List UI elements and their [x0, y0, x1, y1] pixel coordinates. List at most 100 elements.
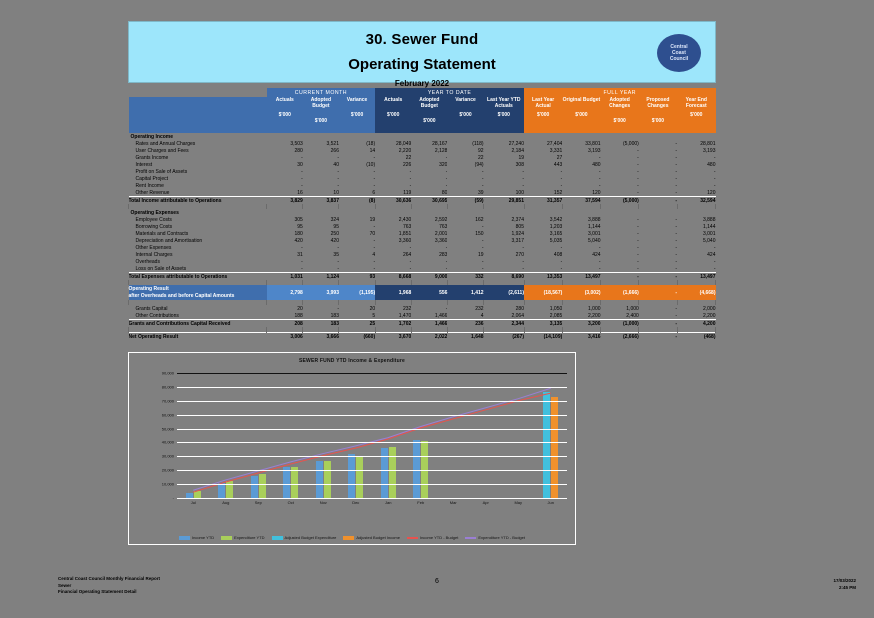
row-value: - — [375, 182, 412, 189]
row-value: - — [411, 305, 448, 312]
row-value: 2,200 — [562, 312, 601, 320]
chart-y-tick-label: 90,000 — [161, 370, 174, 376]
page-number: 6 — [435, 578, 439, 585]
section-heading-row: Operating Income — [128, 133, 716, 140]
chart-gridline — [177, 456, 567, 458]
footer-right: 17/03/2022 2:45 PM — [833, 578, 856, 591]
row-value: - — [638, 168, 678, 175]
row-value: 4,200 — [677, 319, 716, 327]
row-value — [600, 209, 639, 216]
row-value: - — [375, 175, 412, 182]
logo-line-3: Council — [669, 56, 689, 62]
chart-x-tick-label: Jan — [385, 500, 392, 505]
operating-result-value: - — [638, 285, 678, 300]
row-value — [338, 133, 376, 140]
row-value: 424 — [677, 251, 716, 258]
column-group-current-month: CURRENT MONTH — [266, 88, 376, 97]
row-value: 10 — [302, 189, 339, 197]
row-value: 95 — [266, 223, 303, 230]
chart-bar — [551, 396, 559, 498]
row-value: 1,924 — [483, 230, 524, 237]
row-label: Materials and Contracts — [128, 230, 267, 237]
chart-category-slot: Feb — [405, 373, 438, 505]
column-header-proposed-changes: Proposed Changes$'000 — [638, 97, 678, 133]
row-value: 1,466 — [411, 319, 448, 327]
row-value: - — [638, 251, 678, 258]
row-label: Overheads — [128, 258, 267, 265]
spacer-cell — [411, 300, 448, 305]
row-value: - — [266, 265, 303, 273]
line-item-row: Loss on Sale of Assets------------ — [128, 265, 716, 273]
chart-legend-item: Adjusted Budget Income — [343, 535, 400, 540]
chart-category-slot: Sep — [242, 373, 275, 505]
chart-legend-item: Expenditure YTD - Budget — [465, 535, 525, 540]
row-value: 3,193 — [677, 147, 716, 154]
row-value: - — [375, 244, 412, 251]
operating-result-value: 1,412 — [447, 285, 484, 300]
row-value: 5,040 — [562, 237, 601, 244]
footer-fund-name: Sewer — [58, 582, 72, 588]
chart-legend-label: Expenditure YTD - Budget — [478, 535, 525, 540]
row-value: - — [638, 154, 678, 161]
line-item-row: Capital Project------------ — [128, 175, 716, 182]
row-value: 480 — [677, 161, 716, 168]
chart-x-tick-label: Jun — [547, 500, 554, 505]
row-value: 324 — [302, 216, 339, 223]
chart-legend-swatch — [343, 535, 355, 540]
spacer-cell — [266, 204, 304, 209]
chart-bar — [323, 461, 331, 498]
row-value: - — [411, 154, 448, 161]
row-value: - — [375, 265, 412, 273]
spacer-cell — [447, 327, 485, 333]
row-value: 3,001 — [562, 230, 601, 237]
spacer-cell — [338, 204, 376, 209]
row-value: 3,666 — [302, 332, 339, 340]
chart-bar — [356, 455, 364, 498]
row-value: (267) — [483, 332, 524, 340]
row-value: - — [524, 258, 563, 265]
row-value: 250 — [302, 230, 339, 237]
table-spacer-row — [127, 300, 717, 305]
operating-result-value: (18,567) — [524, 285, 563, 300]
row-value: 70 — [338, 230, 376, 237]
row-label: Grants Income — [128, 154, 267, 161]
spacer-cell — [266, 327, 304, 333]
column-group-full-year: FULL YEAR — [524, 88, 716, 97]
row-value: 320 — [411, 161, 448, 168]
chart-category-slot: Oct — [275, 373, 308, 505]
section-heading-row: Operating Expenses — [128, 209, 716, 216]
row-value: 5 — [338, 312, 376, 320]
chart-title: SEWER FUND YTD Income & Expenditure — [298, 358, 406, 364]
chart-bar — [315, 460, 323, 498]
row-value: 4 — [338, 251, 376, 258]
row-value: - — [411, 258, 448, 265]
row-value: 226 — [375, 161, 412, 168]
row-value: - — [447, 182, 484, 189]
chart-legend-swatch — [406, 536, 418, 539]
row-value: - — [677, 175, 716, 182]
row-value: - — [375, 258, 412, 265]
row-value — [302, 133, 339, 140]
line-item-row: Profit on Sale of Assets------------ — [128, 168, 716, 175]
row-value — [338, 209, 376, 216]
column-header-adopted-changes: Adopted Changes$'000 — [600, 97, 639, 133]
spacer-cell — [411, 327, 448, 333]
column-header-label: Adopted Changes — [609, 97, 631, 109]
chart-bar — [421, 441, 429, 498]
row-value: 28,167 — [411, 140, 448, 147]
row-value: 1,050 — [524, 305, 563, 312]
row-value: - — [600, 230, 639, 237]
row-value: - — [638, 161, 678, 168]
row-value: - — [638, 319, 678, 327]
row-value: 1,851 — [375, 230, 412, 237]
row-value: 2,000 — [677, 305, 716, 312]
row-value: - — [266, 154, 303, 161]
row-value: - — [600, 154, 639, 161]
row-value: 3,331 — [524, 147, 563, 154]
row-value: 16 — [266, 189, 303, 197]
row-value: 19 — [338, 216, 376, 223]
